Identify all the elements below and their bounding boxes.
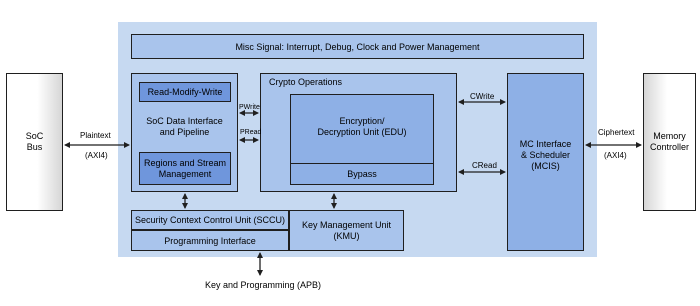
bypass-block: Bypass (290, 163, 434, 185)
misc-signal-bar: Misc Signal: Interrupt, Debug, Clock and… (131, 34, 584, 59)
crypto-operations-label: Crypto Operations (269, 77, 343, 87)
bypass-label: Bypass (347, 169, 377, 179)
plaintext-label: Plaintext (80, 131, 111, 140)
mcis-line1: MC Interface (519, 139, 572, 149)
mcis-block: MC Interface & Scheduler (MCIS) (507, 73, 584, 251)
soc-bus-line1: SoC (25, 131, 44, 141)
kmu-line1: Key Management Unit (301, 220, 392, 230)
ciphertext-label: Ciphertext (598, 128, 635, 137)
cread-label: CRead (472, 161, 497, 170)
regions-stream-line1: Regions and Stream (143, 158, 227, 168)
memory-controller-line2: Controller (649, 142, 689, 152)
mcis-line2: & Scheduler (520, 150, 571, 160)
programming-interface-label: Programming Interface (164, 236, 256, 246)
key-programming-label: Key and Programming (APB) (205, 280, 322, 290)
soc-bus-line2: Bus (26, 142, 43, 152)
misc-signal-label: Misc Signal: Interrupt, Debug, Clock and… (235, 42, 480, 52)
ciphertext-protocol: (AXI4) (604, 151, 627, 160)
cwrite-label: CWrite (470, 92, 495, 101)
sccu-label: Security Context Control Unit (SCCU) (134, 215, 286, 225)
read-modify-write-block: Read-Modify-Write (139, 82, 231, 102)
pread-label: PRead (240, 129, 262, 136)
memory-controller-line1: Memory (653, 131, 686, 141)
edu-line2: Decryption Unit (EDU) (317, 127, 407, 137)
programming-interface-block: Programming Interface (131, 230, 289, 251)
soc-data-interface-line1: SoC Data Interface (146, 116, 223, 126)
memory-controller-block: Memory Controller (643, 73, 696, 211)
regions-stream-block: Regions and Stream Management (139, 152, 231, 185)
kmu-block: Key Management Unit (KMU) (289, 210, 404, 251)
edu-line1: Encryption/ (339, 116, 385, 126)
soc-data-interface-line2: and Pipeline (159, 127, 210, 137)
pwrite-label: PWrite (239, 104, 260, 111)
regions-stream-line2: Management (158, 169, 212, 179)
sccu-block: Security Context Control Unit (SCCU) (131, 210, 289, 230)
kmu-line2: (KMU) (333, 231, 360, 241)
soc-bus-block: SoC Bus (6, 73, 63, 211)
mcis-line3: (MCIS) (531, 161, 560, 171)
plaintext-protocol: (AXI4) (85, 151, 108, 160)
read-modify-write-label: Read-Modify-Write (147, 87, 223, 97)
